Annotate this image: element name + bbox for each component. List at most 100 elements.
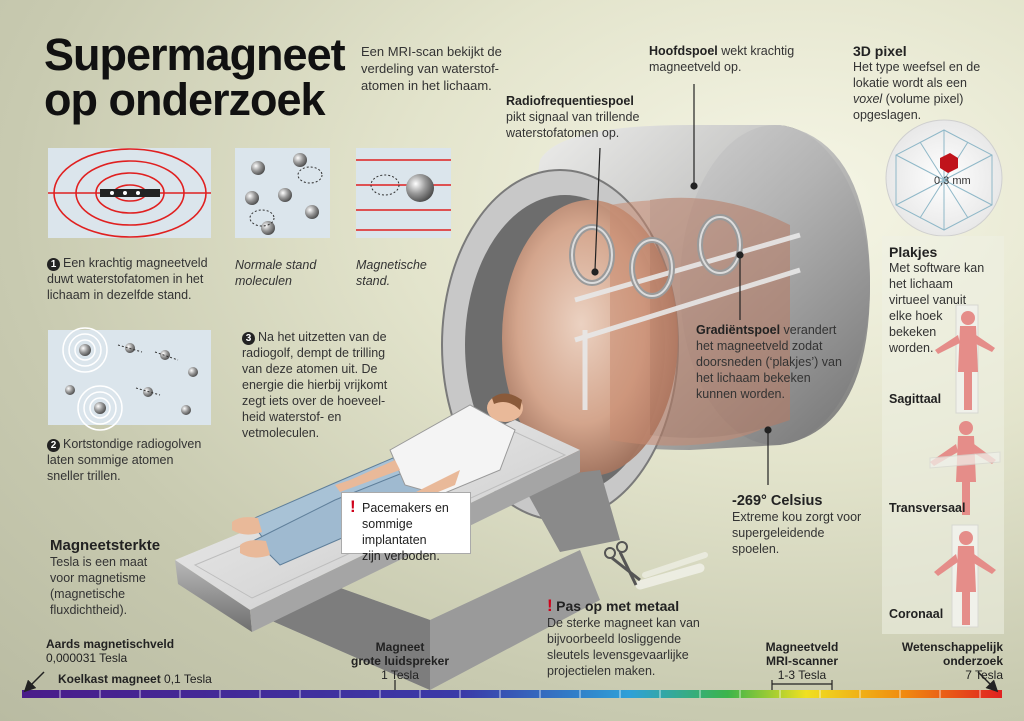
intro-line: Een MRI-scan bekijkt de: [361, 44, 502, 59]
caption-line: moleculen: [235, 274, 292, 288]
sterkte-line: fluxdichtheid).: [50, 603, 128, 617]
view-coronal: Coronaal: [889, 607, 944, 621]
scale-koelkast: Koelkast magneet 0,1 Tesla: [58, 672, 212, 686]
label-line: verandert: [780, 323, 837, 337]
label-radiofrequentiespoel: Radiofrequentiespoel pikt signaal van tr…: [506, 93, 686, 141]
magnetic-state-caption: Magnetische stand.: [356, 257, 456, 289]
plakjes-section: Plakjes Met software kan het lichaam vir…: [889, 244, 999, 356]
step-line: duwt waterstofatomen in het: [47, 272, 204, 286]
plakjes-line: elke hoek: [889, 309, 943, 323]
label-line: spoelen.: [732, 542, 780, 556]
step-line: energie die hierbij vrijkomt: [242, 378, 388, 392]
tesla-scale: [22, 671, 1002, 698]
scale-luidspreker-value: 1 Tesla: [381, 668, 419, 682]
panel-step1-field: [48, 148, 211, 238]
label-line: supergeleidende: [732, 526, 825, 540]
label-gradientspoel: Gradiëntspoel verandert het magneetveld …: [696, 322, 876, 402]
plakjes-line: bekeken: [889, 325, 937, 339]
step3-number: 3: [242, 332, 255, 345]
title-line1: Supermagneet: [44, 29, 346, 80]
caption-line: Magnetische: [356, 258, 427, 272]
label-line: Extreme kou zorgt voor: [732, 510, 862, 524]
scissors-icon: [604, 541, 708, 590]
step-line: zegt iets over de hoeveel-: [242, 394, 386, 408]
term-radio: Radiofrequentiespoel: [506, 94, 634, 108]
step-line: radiogolf, dempt de trilling: [242, 346, 386, 360]
caption-line: stand.: [356, 274, 391, 288]
scale-aards-title: Aards magnetischveld: [46, 637, 175, 651]
pixel-title: 3D pixel: [853, 43, 907, 59]
label-line: doorsneden (‘plakjes’) van: [696, 355, 842, 369]
scale-koelkast-value: 0,1 Tesla: [164, 672, 212, 686]
scale-luidspreker-title: Magneet: [375, 640, 425, 654]
panel-step2-radiowaves: [48, 327, 211, 431]
label-hoofdspoel: Hoofdspoel wekt krachtig magneetveld op.: [649, 43, 829, 75]
magneetsterkte-section: Magneetsterkte Tesla is een maat voor ma…: [50, 538, 190, 618]
step-line: van deze atomen uit. De: [242, 362, 378, 376]
intro-line: atomen in het lichaam.: [361, 78, 492, 93]
metal-line: projectielen maken.: [547, 664, 656, 678]
caption-line: Normale stand: [235, 258, 317, 272]
pixel-line: (volume pixel): [885, 92, 964, 106]
voxel-size-label: 0,3 mm: [934, 175, 971, 187]
scale-wetenschap-value: 7 Tesla: [965, 668, 1003, 682]
intro-text: Een MRI-scan bekijkt de verdeling van wa…: [361, 43, 531, 94]
label-line: wekt krachtig: [717, 44, 795, 58]
scale-luidspreker-title2: grote luidspreker: [350, 654, 450, 668]
scale-mri-title2: MRI-scanner: [765, 654, 839, 668]
pixel-line: opgeslagen.: [853, 108, 922, 122]
sterkte-line: Tesla is een maat: [50, 555, 148, 569]
step-line: laten sommige atomen: [47, 453, 174, 467]
view-sagittal: Sagittaal: [889, 392, 942, 406]
panel-magnetic-state: [356, 148, 451, 238]
plakjes-line: Met software kan: [889, 261, 985, 275]
step-line: Kortstondige radiogolven: [63, 437, 202, 451]
step-line: lichaam in dezelfde stand.: [47, 288, 192, 302]
view-transversal: Transversaal: [889, 501, 966, 515]
scale-mri: Magneetveld MRI-scanner 1-3 Tesla: [752, 640, 852, 682]
warning-icon: !: [350, 497, 356, 516]
metal-title: Pas op met metaal: [556, 598, 680, 614]
pixel-line: lokatie wordt als een: [853, 76, 967, 90]
term-gradient: Gradiëntspoel: [696, 323, 781, 337]
term-hoofdspoel: Hoofdspoel: [649, 44, 718, 58]
scale-luidspreker: Magneet grote luidspreker 1 Tesla: [350, 640, 450, 682]
intro-line: verdeling van waterstof-: [361, 61, 500, 76]
voxel-diagram: [885, 119, 1003, 237]
warning-line: Pacemakers en: [362, 501, 449, 515]
scale-mri-value: 1-3 Tesla: [777, 668, 827, 682]
plakjes-line: virtueel vanuit: [889, 293, 967, 307]
metal-warning: ! Pas op met metaal De sterke magneet ka…: [547, 596, 727, 679]
plakjes-title: Plakjes: [889, 244, 938, 260]
scale-aards: Aards magnetischveld 0,000031 Tesla: [46, 637, 174, 665]
plakjes-line: worden.: [889, 341, 934, 355]
step-line: heid waterstof- en: [242, 410, 342, 424]
label-line: pikt signaal van trillende: [506, 110, 640, 124]
warning-line: sommige implantaten: [362, 517, 427, 547]
label-line: waterstofatomen op.: [506, 126, 620, 140]
pixel-line: Het type weefsel en de: [853, 60, 981, 74]
scale-koelkast-title: Koelkast magneet: [58, 672, 161, 686]
label-line: het lichaam bekeken: [696, 371, 811, 385]
step-line: sneller trillen.: [47, 469, 121, 483]
step-line: vetmoleculen.: [242, 426, 320, 440]
plakjes-panel: [882, 236, 1004, 634]
metal-line: De sterke magneet kan van: [547, 616, 700, 630]
step1-number: 1: [47, 258, 60, 271]
pixel-section: 3D pixel Het type weefsel en de lokatie …: [853, 43, 1013, 123]
title-line2: op onderzoek: [44, 74, 326, 125]
scale-wetenschap: Wetenschappelijk onderzoek 7 Tesla: [893, 640, 1003, 682]
term-celsius: -269° Celsius: [732, 493, 823, 509]
metal-line: bijvoorbeeld losliggende: [547, 632, 682, 646]
scale-aards-value: 0,000031 Tesla: [46, 651, 128, 665]
sterkte-title: Magneetsterkte: [50, 537, 161, 554]
scale-wetenschap-title: Wetenschappelijk: [901, 640, 1003, 654]
normal-state-caption: Normale stand moleculen: [235, 257, 335, 289]
step-line: Een krachtig magneetveld: [63, 256, 208, 270]
metal-warning-icon: !: [547, 596, 553, 615]
label-line: magneetveld op.: [649, 60, 742, 74]
warning-line: zijn verboden.: [362, 549, 440, 563]
